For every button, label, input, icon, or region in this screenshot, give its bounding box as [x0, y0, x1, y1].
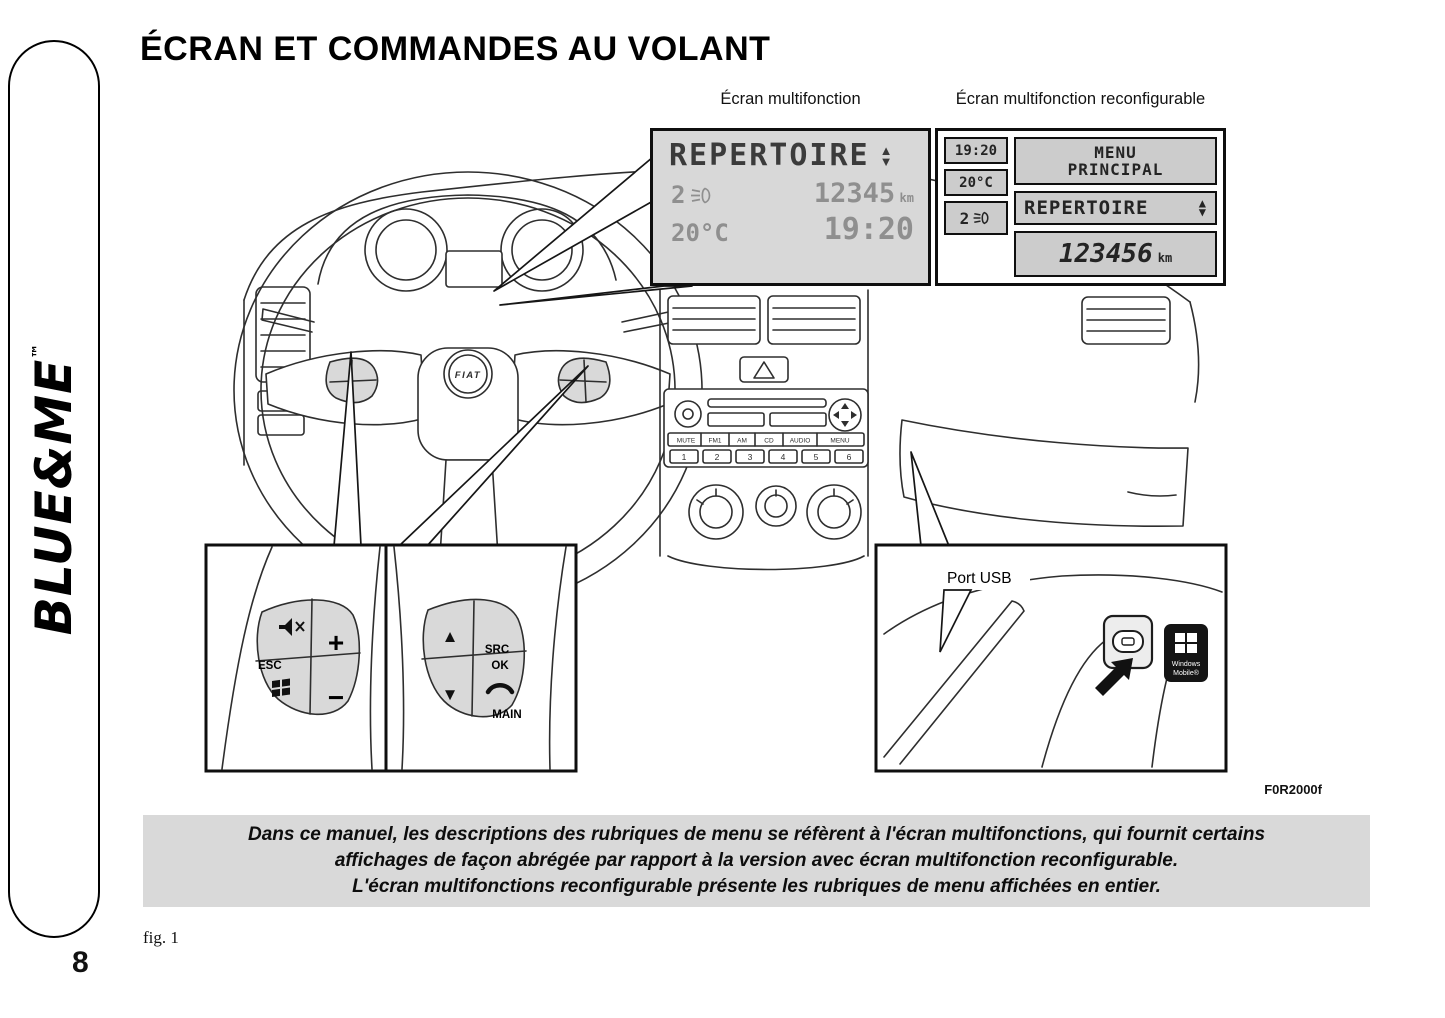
up-arrow-button: ▲ — [442, 627, 459, 646]
svg-text:MUTE: MUTE — [677, 438, 696, 445]
phone-icon — [485, 683, 515, 695]
cluster-screen — [445, 250, 503, 288]
windows-mobile-badge: Windows Mobile® — [1164, 624, 1208, 682]
mute-icon — [279, 618, 305, 636]
page-number: 8 — [72, 946, 89, 979]
usb-port-label: Port USB — [947, 570, 1012, 587]
display1-gear-indicator: 2 — [671, 181, 686, 209]
display1-temperature: 20°C — [671, 219, 729, 247]
main-button-label: MAIN — [492, 709, 521, 721]
pointer-display1-to-screen — [499, 285, 693, 306]
usb-port-callout: Port USB Windows Mobile® — [874, 543, 1228, 773]
page-title: ÉCRAN ET COMMANDES AU VOLANT — [140, 30, 771, 68]
climate-knob-right — [806, 484, 862, 540]
svg-text:4: 4 — [781, 452, 786, 462]
display1-caption: Écran multifonction — [720, 90, 861, 108]
cd-slot — [707, 398, 827, 408]
esc-button-label: ESC — [258, 660, 282, 672]
brand-frame: BLUE&ME™ — [8, 40, 100, 938]
display2-odometer-cell: 123456 km — [1014, 231, 1217, 277]
steering-controls-callout-right: ▲ ▼ SRC OK MAIN — [384, 543, 578, 773]
svg-text:FM1: FM1 — [709, 438, 722, 445]
ok-button-label: OK — [491, 660, 509, 672]
display2-temperature-cell: 20°C — [944, 169, 1008, 196]
center-vent-left — [667, 295, 761, 345]
low-beam-icon — [691, 187, 711, 203]
svg-text:AUDIO: AUDIO — [790, 438, 811, 445]
radio-dpad — [828, 398, 862, 432]
svg-text:2: 2 — [715, 452, 720, 462]
fiat-logo-text: FIAT — [455, 370, 481, 381]
note-banner: Dans ce manuel, les descriptions des rub… — [143, 815, 1370, 907]
svg-text:5: 5 — [814, 452, 819, 462]
display1-menu-item: REPERTOIRE — [669, 138, 870, 173]
up-down-arrows-icon: ▲ ▼ — [879, 142, 893, 169]
note-line: Dans ce manuel, les descriptions des rub… — [247, 824, 1266, 845]
svg-text:AM: AM — [737, 438, 747, 445]
center-vent-right — [767, 295, 861, 345]
svg-text:3: 3 — [748, 452, 753, 462]
climate-knob-left — [688, 484, 744, 540]
display2-menu-title-cell: MENU PRINCIPAL — [1014, 137, 1217, 185]
leader-pointers — [333, 156, 950, 547]
windows-flag-icon — [1175, 633, 1197, 653]
radio-knob — [674, 400, 702, 428]
src-button-label: SRC — [485, 644, 509, 656]
pointer-usb-label — [939, 589, 973, 653]
svg-text:MENU: MENU — [830, 438, 849, 445]
figure-label: fig. 1 — [143, 928, 179, 947]
reconfigurable-display: 19:20 20°C 2 MENU PRINCIPAL REPERTOIRE ▲… — [935, 128, 1226, 286]
low-beam-icon — [973, 211, 989, 225]
display2-gear-cell: 2 — [944, 201, 1008, 235]
svg-text:CD: CD — [764, 438, 774, 445]
gauge-left — [364, 208, 448, 292]
radio-preset-numbers: 1 2 3 4 5 6 — [682, 452, 852, 462]
display2-clock-cell: 19:20 — [944, 137, 1008, 164]
display2-menu-item-cell: REPERTOIRE ▲ ▼ — [1014, 191, 1217, 225]
glovebox — [899, 419, 1189, 528]
svg-text:1: 1 — [682, 452, 687, 462]
display1-odometer: 12345 — [813, 178, 896, 209]
windows-icon — [272, 678, 290, 697]
figure-reference-code: F0R2000f — [1264, 782, 1322, 797]
svg-text:6: 6 — [847, 452, 852, 462]
up-down-arrows-icon: ▲ ▼ — [1198, 196, 1207, 219]
display2-caption: Écran multifonction reconfigurable — [955, 90, 1206, 108]
steering-controls-callout-left: ESC + − — [204, 543, 388, 773]
usb-arrow-icon — [1095, 658, 1133, 696]
display1-clock: 19:20 — [823, 212, 914, 247]
badge-text-2: Mobile® — [1173, 669, 1200, 677]
volume-down-button-label: − — [328, 682, 344, 713]
radio-button-labels: MUTE FM1 AM CD AUDIO MENU — [677, 438, 850, 445]
note-line: affichages de façon abrégée par rapport … — [334, 850, 1179, 871]
down-arrow-button: ▼ — [442, 685, 459, 704]
fiat-badge — [443, 349, 493, 399]
hazard-triangle-icon — [753, 361, 775, 379]
radio-unit — [663, 388, 869, 468]
hazard-button — [739, 356, 789, 383]
multifunction-display: REPERTOIRE ▲ ▼ 2 12345 km 20°C 19:20 — [650, 128, 931, 286]
climate-knob-middle — [755, 485, 797, 527]
volume-up-button-label: + — [328, 627, 344, 658]
display1-odometer-unit: km — [899, 191, 914, 205]
note-line: L'écran multifonctions reconfigurable pr… — [352, 876, 1161, 897]
badge-text-1: Windows — [1172, 661, 1201, 668]
